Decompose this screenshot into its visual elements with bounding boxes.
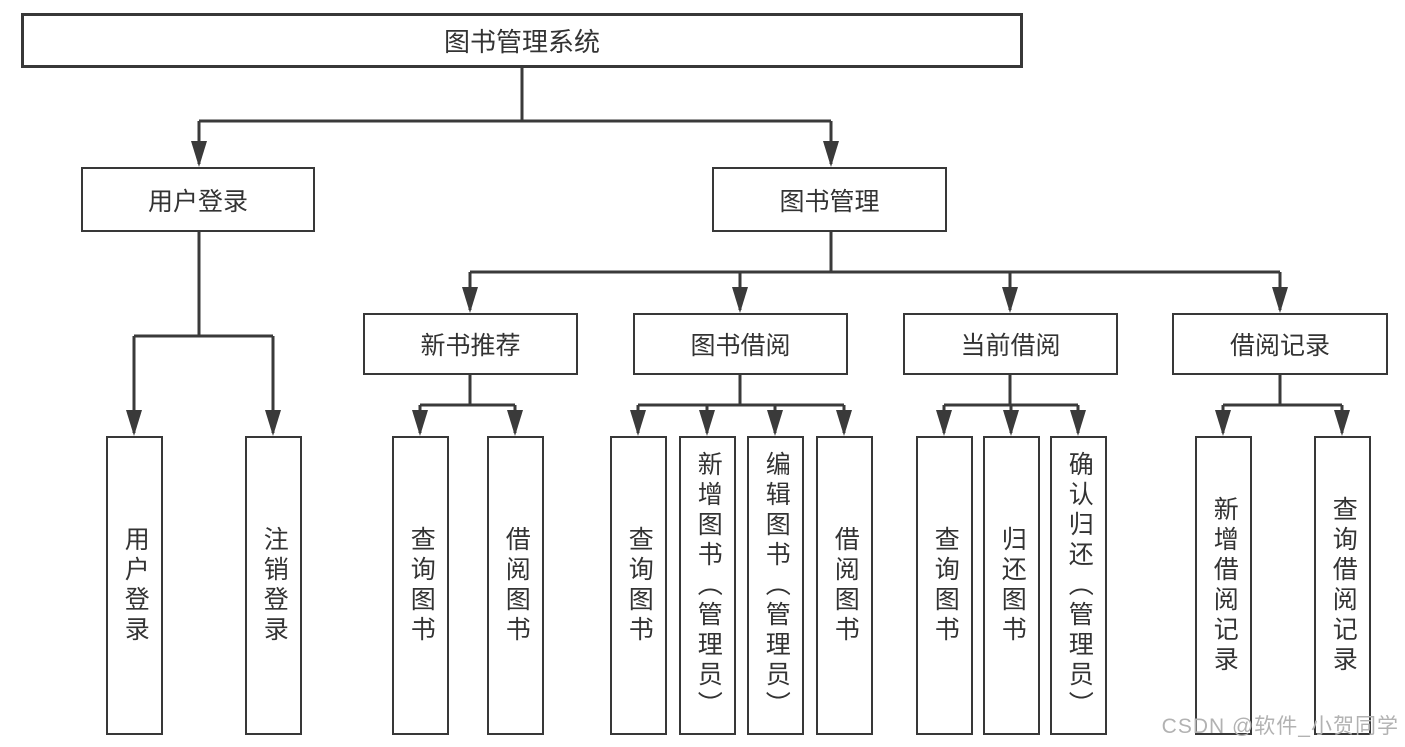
- leaf-query-books: 查询图书: [916, 436, 973, 735]
- leaf-add-books-admin: 新增图书（管理员）: [679, 436, 736, 735]
- leaf-query-books: 查询图书: [392, 436, 449, 735]
- arrowhead: [1003, 410, 1019, 436]
- leaf-query-borrow-record: 查询借阅记录: [1314, 436, 1371, 735]
- arrowhead: [1272, 287, 1288, 313]
- node-book-borrow: 图书借阅: [633, 313, 848, 375]
- arrowhead: [836, 410, 852, 436]
- leaf-edit-books-admin: 编辑图书（管理员）: [747, 436, 804, 735]
- node-new-book-recommend: 新书推荐: [363, 313, 578, 375]
- leaf-label: 查询图书: [931, 525, 960, 646]
- leaf-label: 归还图书: [998, 525, 1027, 646]
- arrowhead: [462, 287, 478, 313]
- arrowhead: [1334, 410, 1350, 436]
- leaf-query-books: 查询图书: [610, 436, 667, 735]
- leaf-confirm-return-admin: 确认归还（管理员）: [1050, 436, 1107, 735]
- arrowhead: [1070, 410, 1086, 436]
- leaf-label: 查询借阅记录: [1329, 495, 1358, 676]
- arrowhead: [507, 410, 523, 436]
- leaf-return-books: 归还图书: [983, 436, 1040, 735]
- leaf-borrow-books: 借阅图书: [487, 436, 544, 735]
- arrowhead: [699, 410, 715, 436]
- leaf-label: 注销登录: [260, 525, 289, 646]
- node-library-system: 图书管理系统: [21, 13, 1023, 68]
- leaf-label: 借阅图书: [831, 525, 860, 646]
- leaf-label: 用户登录: [121, 525, 150, 646]
- arrowhead: [191, 141, 207, 167]
- leaf-label: 查询图书: [407, 525, 436, 646]
- arrowhead: [126, 410, 142, 436]
- arrowhead: [1215, 410, 1231, 436]
- arrowhead: [412, 410, 428, 436]
- leaf-label: 新增图书（管理员）: [694, 450, 723, 721]
- arrowhead: [265, 410, 281, 436]
- arrowhead: [823, 141, 839, 167]
- leaf-logout: 注销登录: [245, 436, 302, 735]
- leaf-user-login: 用户登录: [106, 436, 163, 735]
- node-borrow-record: 借阅记录: [1172, 313, 1388, 375]
- arrowhead: [630, 410, 646, 436]
- arrowhead: [732, 287, 748, 313]
- node-current-borrow: 当前借阅: [903, 313, 1118, 375]
- leaf-label: 新增借阅记录: [1210, 495, 1239, 676]
- leaf-label: 编辑图书（管理员）: [762, 450, 791, 721]
- leaf-label: 查询图书: [625, 525, 654, 646]
- node-book-management-branch: 图书管理: [712, 167, 947, 232]
- leaf-label: 确认归还（管理员）: [1065, 450, 1094, 721]
- arrowhead: [1002, 287, 1018, 313]
- node-user-login-branch: 用户登录: [81, 167, 315, 232]
- leaf-label: 借阅图书: [502, 525, 531, 646]
- arrowhead: [767, 410, 783, 436]
- leaf-borrow-books: 借阅图书: [816, 436, 873, 735]
- arrowhead: [936, 410, 952, 436]
- leaf-add-borrow-record: 新增借阅记录: [1195, 436, 1252, 735]
